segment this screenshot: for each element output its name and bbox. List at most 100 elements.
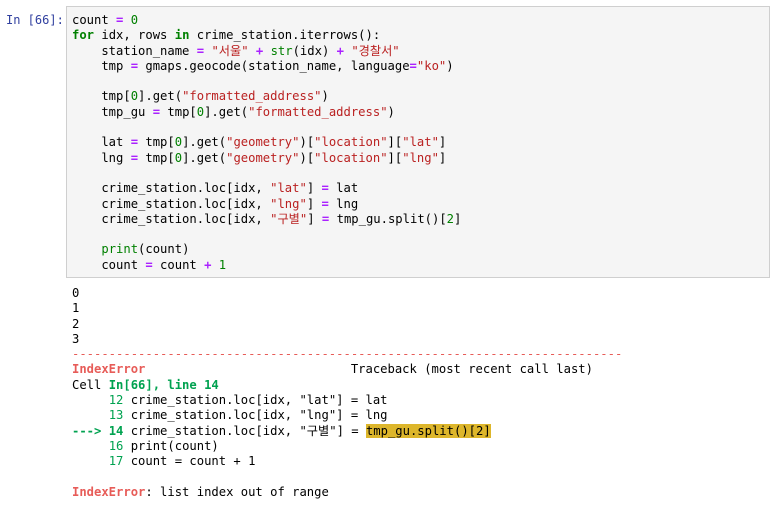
code-token: "ko" xyxy=(416,58,447,73)
cell-ref-link[interactable]: In[66], line 14 xyxy=(108,377,219,392)
stdout-line: 1 xyxy=(72,301,80,316)
code-token: + xyxy=(336,43,344,58)
code-line: lat = tmp[0].get("geometry")["location"]… xyxy=(72,135,461,150)
code-token: "formatted_address" xyxy=(182,89,322,104)
code-token: idx, rows xyxy=(94,28,175,43)
code-token: 0 xyxy=(174,150,183,165)
code-token: tmp[ xyxy=(160,104,197,119)
code-token: 0 xyxy=(196,104,205,119)
error-highlight: tmp_gu.split()[2] xyxy=(365,423,491,438)
frame-line-number: 14 xyxy=(108,423,124,438)
code-token: ] xyxy=(306,196,322,211)
code-token xyxy=(263,44,270,58)
code-token: "경찰서" xyxy=(351,43,400,58)
code-token: tmp_gu.split()[ xyxy=(329,211,447,226)
code-line xyxy=(72,74,461,89)
code-token: = xyxy=(130,58,139,73)
code-token: crime_station.loc[idx, xyxy=(72,181,271,196)
frame-code: print(count) xyxy=(123,438,219,453)
code-token: + xyxy=(255,43,264,58)
frame-line-number: 13 xyxy=(108,408,124,423)
code-token: str xyxy=(270,43,293,58)
code-token: )[ xyxy=(299,150,315,165)
code-token: "formatted_address" xyxy=(248,104,388,119)
code-token: ][ xyxy=(387,135,403,150)
traceback-frame-line: 16 print(count) xyxy=(72,439,622,454)
code-token: = xyxy=(321,211,330,226)
code-token: count xyxy=(152,257,205,272)
code-token: print xyxy=(101,242,139,257)
code-token: = xyxy=(145,257,153,272)
frame-marker xyxy=(72,393,109,407)
code-token: tmp_gu xyxy=(72,104,153,119)
code-line: lng = tmp[0].get("geometry")["location"]… xyxy=(72,151,461,166)
code-token: 1 xyxy=(218,257,227,272)
traceback-label: Traceback (most recent call last) xyxy=(145,362,593,377)
traceback-frame-line: ---> 14 crime_station.loc[idx, "구별"] = t… xyxy=(72,423,622,439)
code-token: "lng" xyxy=(270,196,307,211)
traceback-cell-ref: Cell In[66], line 14 xyxy=(72,378,622,393)
code-token: = xyxy=(409,58,417,73)
code-token: ].get( xyxy=(182,135,227,150)
code-token: "lng" xyxy=(402,150,439,165)
code-line xyxy=(72,120,461,135)
code-token: ] xyxy=(438,150,447,165)
frame-code: crime_station.loc[idx, "lng"] = lng xyxy=(123,408,388,423)
code-token: 2 xyxy=(446,211,455,226)
code-token: lat xyxy=(328,181,359,196)
frame-marker: ---> xyxy=(72,423,109,438)
traceback-frame-line: 12 crime_station.loc[idx, "lat"] = lat xyxy=(72,393,622,408)
code-token: "geometry" xyxy=(226,150,300,165)
traceback-header: IndexError Traceback (most recent call l… xyxy=(72,362,622,377)
code-token: count xyxy=(72,257,146,272)
code-token: 0 xyxy=(174,135,183,150)
code-token: in xyxy=(174,28,190,43)
cell-prompt: In [66]: xyxy=(6,13,64,27)
code-token: lat xyxy=(72,135,131,150)
code-token: "구별" xyxy=(270,211,308,226)
code-token: + xyxy=(204,257,212,272)
code-line xyxy=(72,166,461,181)
code-token: ) xyxy=(446,58,454,73)
code-token xyxy=(249,44,256,58)
traceback-frame-line: 17 count = count + 1 xyxy=(72,454,622,469)
code-token: tmp[ xyxy=(138,150,175,165)
final-error-message: : list index out of range xyxy=(145,484,329,499)
traceback-rule: ----------------------------------------… xyxy=(72,347,623,362)
code-line: count = 0 xyxy=(72,13,461,28)
frame-code: crime_station.loc[idx, "구별"] = xyxy=(123,423,366,438)
code-token: station_name xyxy=(72,43,197,58)
code-token: ] xyxy=(307,211,322,226)
code-line: crime_station.loc[idx, "구별"] = tmp_gu.sp… xyxy=(72,212,461,227)
code-token: ].get( xyxy=(204,104,249,119)
code-token: = xyxy=(130,135,139,150)
frame-code: count = count + 1 xyxy=(123,454,256,469)
code-token: ][ xyxy=(387,150,403,165)
code-token: ].get( xyxy=(138,89,183,104)
code-token: = xyxy=(321,181,329,196)
code-token: ) xyxy=(387,104,395,119)
code-token: = xyxy=(130,150,139,165)
stdout-line: 2 xyxy=(72,316,80,331)
code-token: = xyxy=(321,196,329,211)
code-token: = xyxy=(152,104,161,119)
code-line: crime_station.loc[idx, "lng"] = lng xyxy=(72,197,461,212)
code-token: )[ xyxy=(299,135,315,150)
code-line: tmp_gu = tmp[0].get("formatted_address") xyxy=(72,105,461,120)
error-name: IndexError xyxy=(72,362,146,377)
code-token: ] xyxy=(306,181,322,196)
code-token xyxy=(211,258,218,272)
blank-line xyxy=(72,470,622,485)
code-token: crime_station.iterrows(): xyxy=(189,28,381,43)
code-line: tmp = gmaps.geocode(station_name, langua… xyxy=(72,59,461,74)
code-token: count xyxy=(72,13,117,27)
code-token: "location" xyxy=(314,150,388,165)
frame-line-number: 17 xyxy=(108,454,124,469)
frame-marker xyxy=(72,454,109,468)
code-token: 0 xyxy=(130,89,139,104)
code-line: tmp[0].get("formatted_address") xyxy=(72,89,461,104)
frame-code: crime_station.loc[idx, "lat"] = lat xyxy=(123,393,388,408)
